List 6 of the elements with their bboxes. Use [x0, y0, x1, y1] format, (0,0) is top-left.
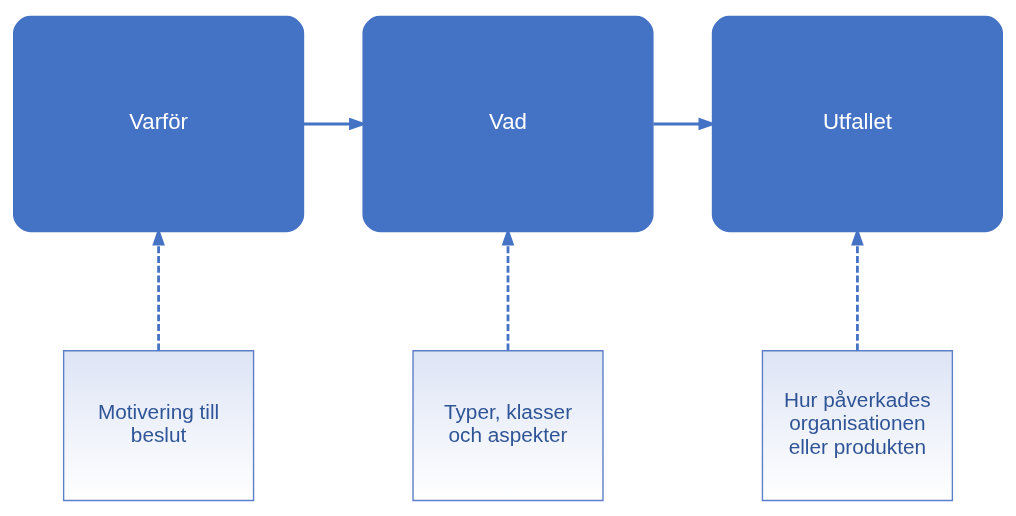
- node-box: Utfallet: [711, 15, 1003, 232]
- node-box: Varför: [13, 15, 305, 232]
- node-box: Motivering till beslut: [62, 349, 255, 501]
- node-box: Vad: [362, 15, 654, 232]
- node-box: Hur påverkades organisationen eller produkten: [761, 349, 954, 501]
- node-box: Typer, klasser och aspekter: [412, 349, 604, 501]
